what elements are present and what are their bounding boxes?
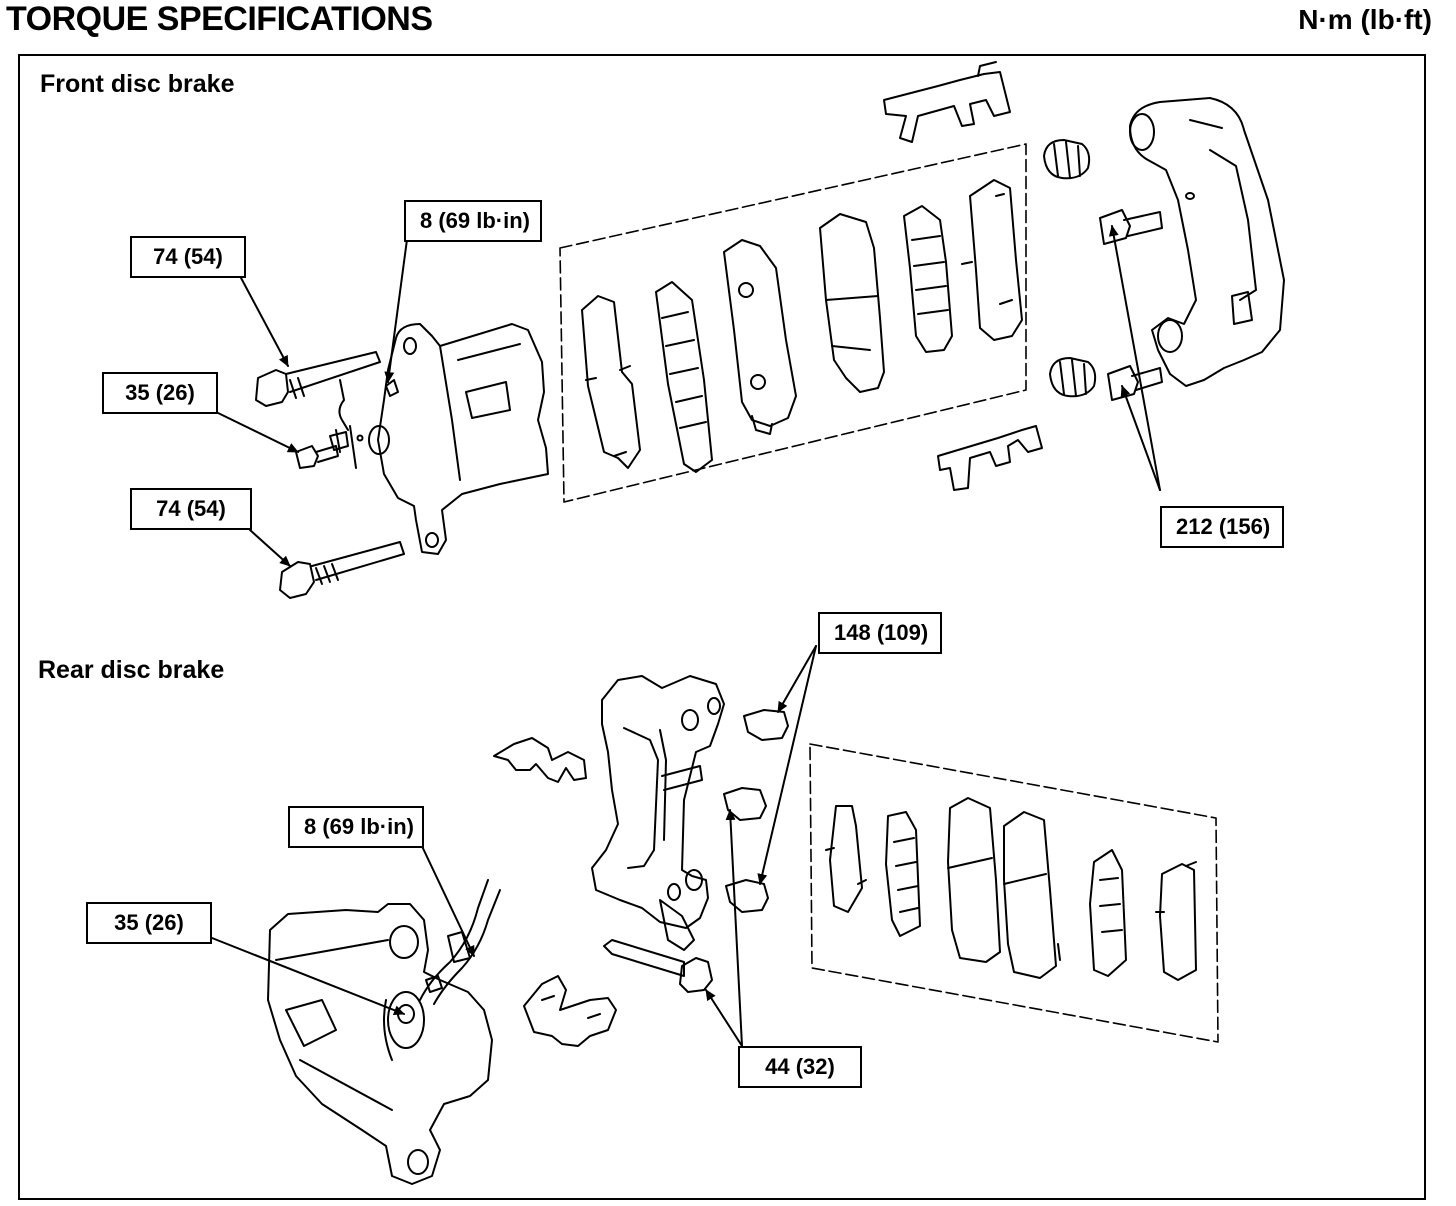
units-label: N·m (lb·ft) (1298, 4, 1432, 35)
front-upper-guide-pin (255, 351, 381, 407)
callout-front-bleeder: 8 (69 lb·in) (404, 200, 542, 242)
front-pad-kit (559, 143, 1027, 503)
callout-rear-banjo-bolt: 35 (26) (86, 902, 212, 944)
rear-pad-kit (809, 743, 1219, 1043)
rear-lower-pad-spring (523, 975, 617, 1047)
front-caliper-body (368, 323, 549, 555)
front-upper-pad-spring (883, 61, 1011, 143)
callout-front-upper-guide-pin: 74 (54) (130, 236, 246, 278)
callout-rear-bracket-bolt: 148 (109) (818, 612, 942, 654)
front-brake-hose-fitting (295, 379, 364, 469)
page-title: TORQUE SPECIFICATIONS (6, 0, 433, 38)
rear-caliper-bracket (591, 675, 725, 951)
callout-front-lower-guide-pin: 74 (54) (130, 488, 252, 530)
front-caliper-bracket (1129, 97, 1285, 387)
callout-rear-guide-pins: 44 (32) (738, 1046, 862, 1088)
callout-front-bracket-bolt: 212 (156) (1160, 506, 1284, 548)
callout-rear-bleeder: 8 (69 lb·in) (288, 806, 424, 848)
rear-leader-lines (211, 645, 817, 1047)
front-leader-lines (215, 225, 1161, 567)
front-bracket-bolts (1099, 209, 1163, 401)
rear-guide-pin (603, 939, 713, 993)
front-lower-pad-spring (937, 425, 1043, 491)
front-section-title: Front disc brake (40, 70, 235, 98)
rear-banjo-bolt (397, 1004, 415, 1024)
callout-front-banjo-bolt: 35 (26) (102, 372, 218, 414)
front-lower-guide-pin (279, 541, 405, 599)
rear-brake-line (419, 879, 501, 1005)
diagram-frame (18, 54, 1426, 1200)
rear-upper-pad-spring (493, 737, 587, 783)
front-slide-boots (1043, 139, 1097, 398)
rear-section-title: Rear disc brake (38, 656, 225, 684)
rear-caliper-body (267, 903, 493, 1185)
